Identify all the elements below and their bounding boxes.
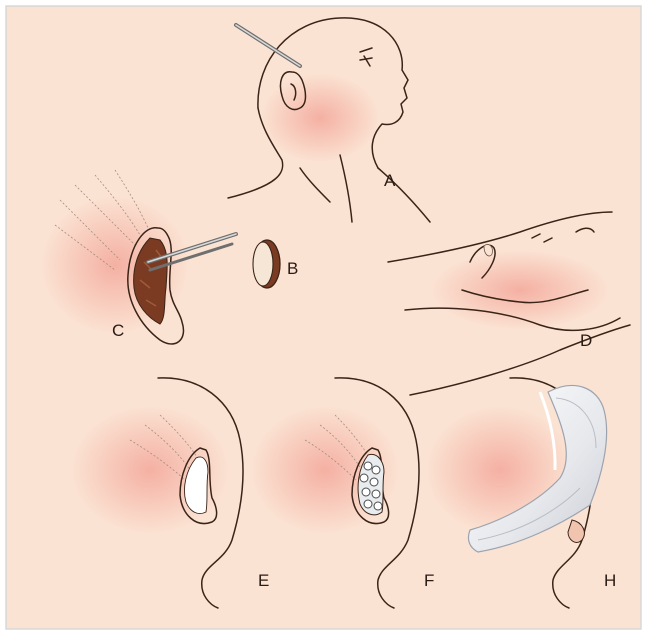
label-f: F (424, 571, 434, 590)
label-d: D (580, 331, 592, 350)
label-a: A (384, 171, 396, 190)
label-b: B (287, 259, 298, 278)
label-e: E (258, 571, 269, 590)
panel-b-graft-disc (253, 240, 280, 288)
label-h: H (604, 571, 616, 590)
label-c: C (112, 321, 124, 340)
